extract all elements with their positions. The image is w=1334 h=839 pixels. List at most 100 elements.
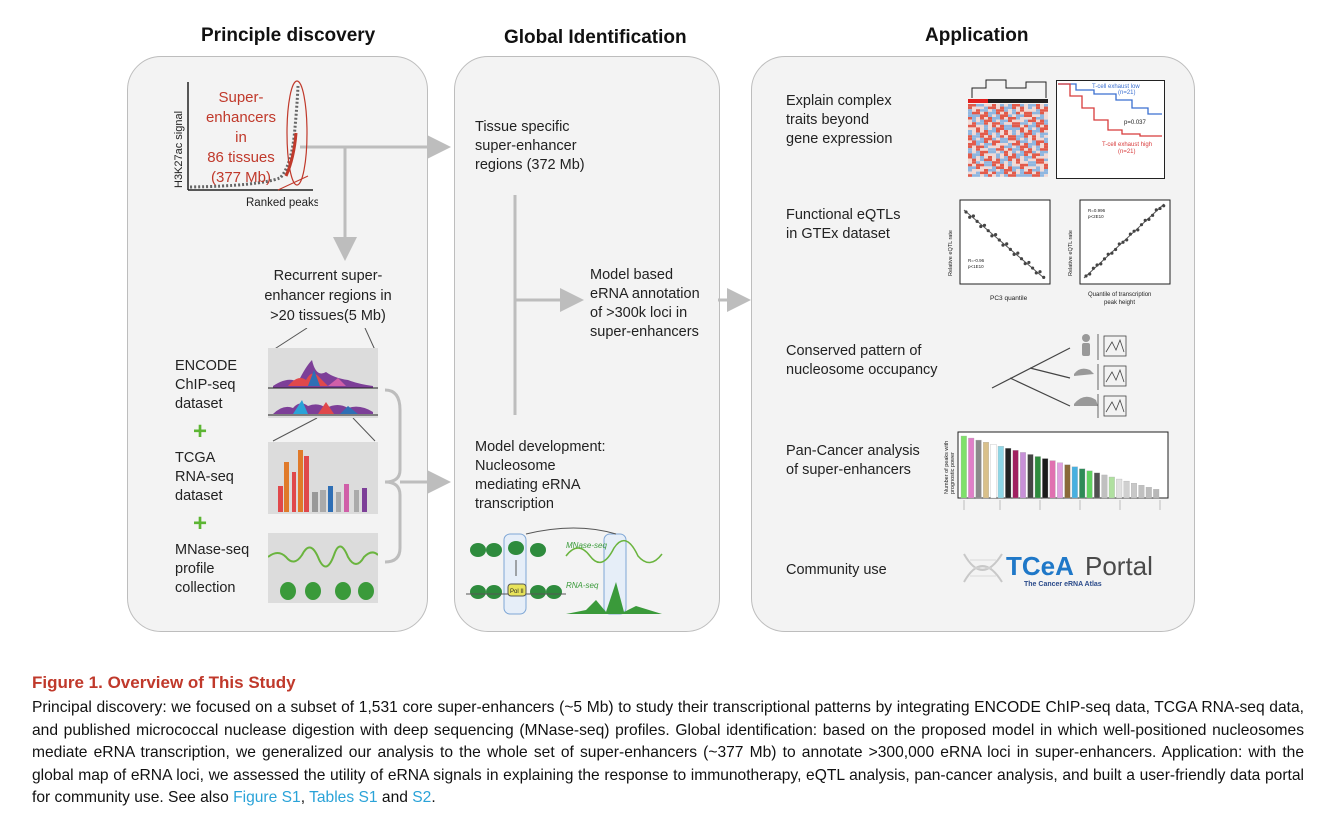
heatmap-cell xyxy=(984,135,988,138)
heatmap-cell xyxy=(1004,104,1008,107)
heatmap-cell xyxy=(992,161,996,164)
heatmap-cell xyxy=(1008,106,1012,110)
heatmap-cell xyxy=(988,106,992,110)
heatmap-cell xyxy=(984,106,988,110)
heatmap-cell xyxy=(1024,111,1028,115)
heatmap-cell xyxy=(1012,111,1016,115)
heatmap-cell xyxy=(976,104,980,107)
heatmap-cell xyxy=(992,163,996,167)
heatmap-cell xyxy=(1000,111,1004,115)
app-item-traits: Explain complex traits beyond gene expre… xyxy=(786,93,893,147)
heatmap-cell xyxy=(996,111,1000,115)
heatmap-cell xyxy=(984,156,988,159)
pancancer-bar xyxy=(1108,476,1115,499)
heatmap-cell xyxy=(980,137,984,141)
heatmap-cell xyxy=(1012,130,1016,133)
heatmap-cell xyxy=(984,130,988,133)
heatmap-cell xyxy=(968,117,972,120)
heatmap-cell xyxy=(996,148,1000,151)
pol2-label: Pol II xyxy=(510,589,524,595)
heatmap-cell xyxy=(984,171,988,175)
heatmap-cell xyxy=(1016,130,1020,133)
heatmap-cell xyxy=(980,117,984,120)
heatmap-cell xyxy=(984,119,988,123)
chipseq-tracks-image xyxy=(268,348,378,418)
rna-seq-label: RNA-seq xyxy=(566,581,599,590)
scatter-point xyxy=(1162,204,1166,208)
heatmap-cell xyxy=(1040,174,1044,177)
heatmap-cell xyxy=(1004,137,1008,141)
heatmap-cell xyxy=(1012,122,1016,125)
pancancer-bar xyxy=(1131,483,1137,499)
heatmap-cell xyxy=(1028,150,1032,154)
heatmap-cell xyxy=(1044,153,1048,156)
pancancer-bar xyxy=(1012,450,1019,499)
heatmap-cell xyxy=(1016,169,1020,172)
heatmap-cell xyxy=(1004,150,1008,154)
heatmap-cell xyxy=(1044,111,1048,115)
tables-s1-link[interactable]: Tables S1 xyxy=(309,789,378,806)
heatmap-cell xyxy=(1012,148,1016,151)
pancancer-bar xyxy=(1116,478,1123,499)
recurrent-regions-label: Recurrent super- enhancer regions in >20… xyxy=(264,268,392,324)
heatmap-cell xyxy=(1012,137,1016,141)
heatmap-cell xyxy=(992,114,996,117)
heatmap-cell xyxy=(988,161,992,164)
heatmap-cell xyxy=(988,122,992,125)
heatmap-cell xyxy=(1028,104,1032,107)
heatmap-cell xyxy=(1028,122,1032,125)
eqtl-ylabel: Relative eQTL rate xyxy=(1068,230,1074,276)
s2-link[interactable]: S2 xyxy=(412,789,432,806)
heatmap-cell xyxy=(996,169,1000,172)
column-title-principle: Principle discovery xyxy=(201,25,376,46)
figure-s1-link[interactable]: Figure S1 xyxy=(233,789,301,806)
heatmap-cell xyxy=(976,122,980,125)
heatmap-cell xyxy=(988,145,992,149)
heatmap-cell xyxy=(1036,137,1040,141)
heatmap-cell xyxy=(992,137,996,141)
heatmap-cell xyxy=(980,114,984,117)
heatmap-cell xyxy=(972,158,976,162)
heatmap-cell xyxy=(1000,171,1004,175)
heatmap-cell xyxy=(996,158,1000,162)
heatmap-cell xyxy=(976,143,980,146)
heatmap-image xyxy=(968,79,1048,177)
heatmap-cell xyxy=(1024,122,1028,125)
scatter-point xyxy=(1117,242,1121,246)
scatter-point xyxy=(1147,217,1151,221)
heatmap-cell xyxy=(976,158,980,162)
heatmap-cell xyxy=(1044,127,1048,130)
heatmap-cell xyxy=(1040,117,1044,120)
heatmap-cell xyxy=(976,161,980,164)
heatmap-cell xyxy=(976,166,980,169)
heatmap-cell xyxy=(1036,104,1040,107)
encode-label: ENCODE ChIP-seq dataset xyxy=(175,358,238,412)
heatmap-cell xyxy=(1036,156,1040,159)
pancancer-bar xyxy=(997,446,1004,499)
heatmap-cell xyxy=(1036,140,1040,143)
pancancer-bar xyxy=(1079,468,1086,499)
heatmap-cell xyxy=(1032,171,1036,175)
tcea-portal-logo[interactable]: TCeA Portal The Cancer eRNA Atlas xyxy=(962,546,1162,590)
heatmap-cell xyxy=(984,150,988,154)
heatmap-cell xyxy=(1020,132,1024,136)
heatmap-cell xyxy=(1036,153,1040,156)
heatmap-cell xyxy=(1040,156,1044,159)
heatmap-cell xyxy=(1016,166,1020,169)
heatmap-cell xyxy=(1020,158,1024,162)
heatmap-cell xyxy=(1012,114,1016,117)
heatmap-cell xyxy=(1008,153,1012,156)
heatmap-cell xyxy=(976,153,980,156)
heatmap-cell xyxy=(1020,106,1024,110)
heatmap-cell xyxy=(1024,163,1028,167)
heatmap-cell xyxy=(980,104,984,107)
heatmap-cell xyxy=(1016,122,1020,125)
heatmap-cell xyxy=(1044,137,1048,141)
heatmap-cell xyxy=(1004,109,1008,112)
heatmap-cell xyxy=(1032,153,1036,156)
heatmap-cell xyxy=(1000,140,1004,143)
heatmap-cell xyxy=(992,150,996,154)
heatmap-cell xyxy=(992,145,996,149)
heatmap-cell xyxy=(968,161,972,164)
pancancer-ylabel-1: Number of peaks with xyxy=(944,441,950,494)
